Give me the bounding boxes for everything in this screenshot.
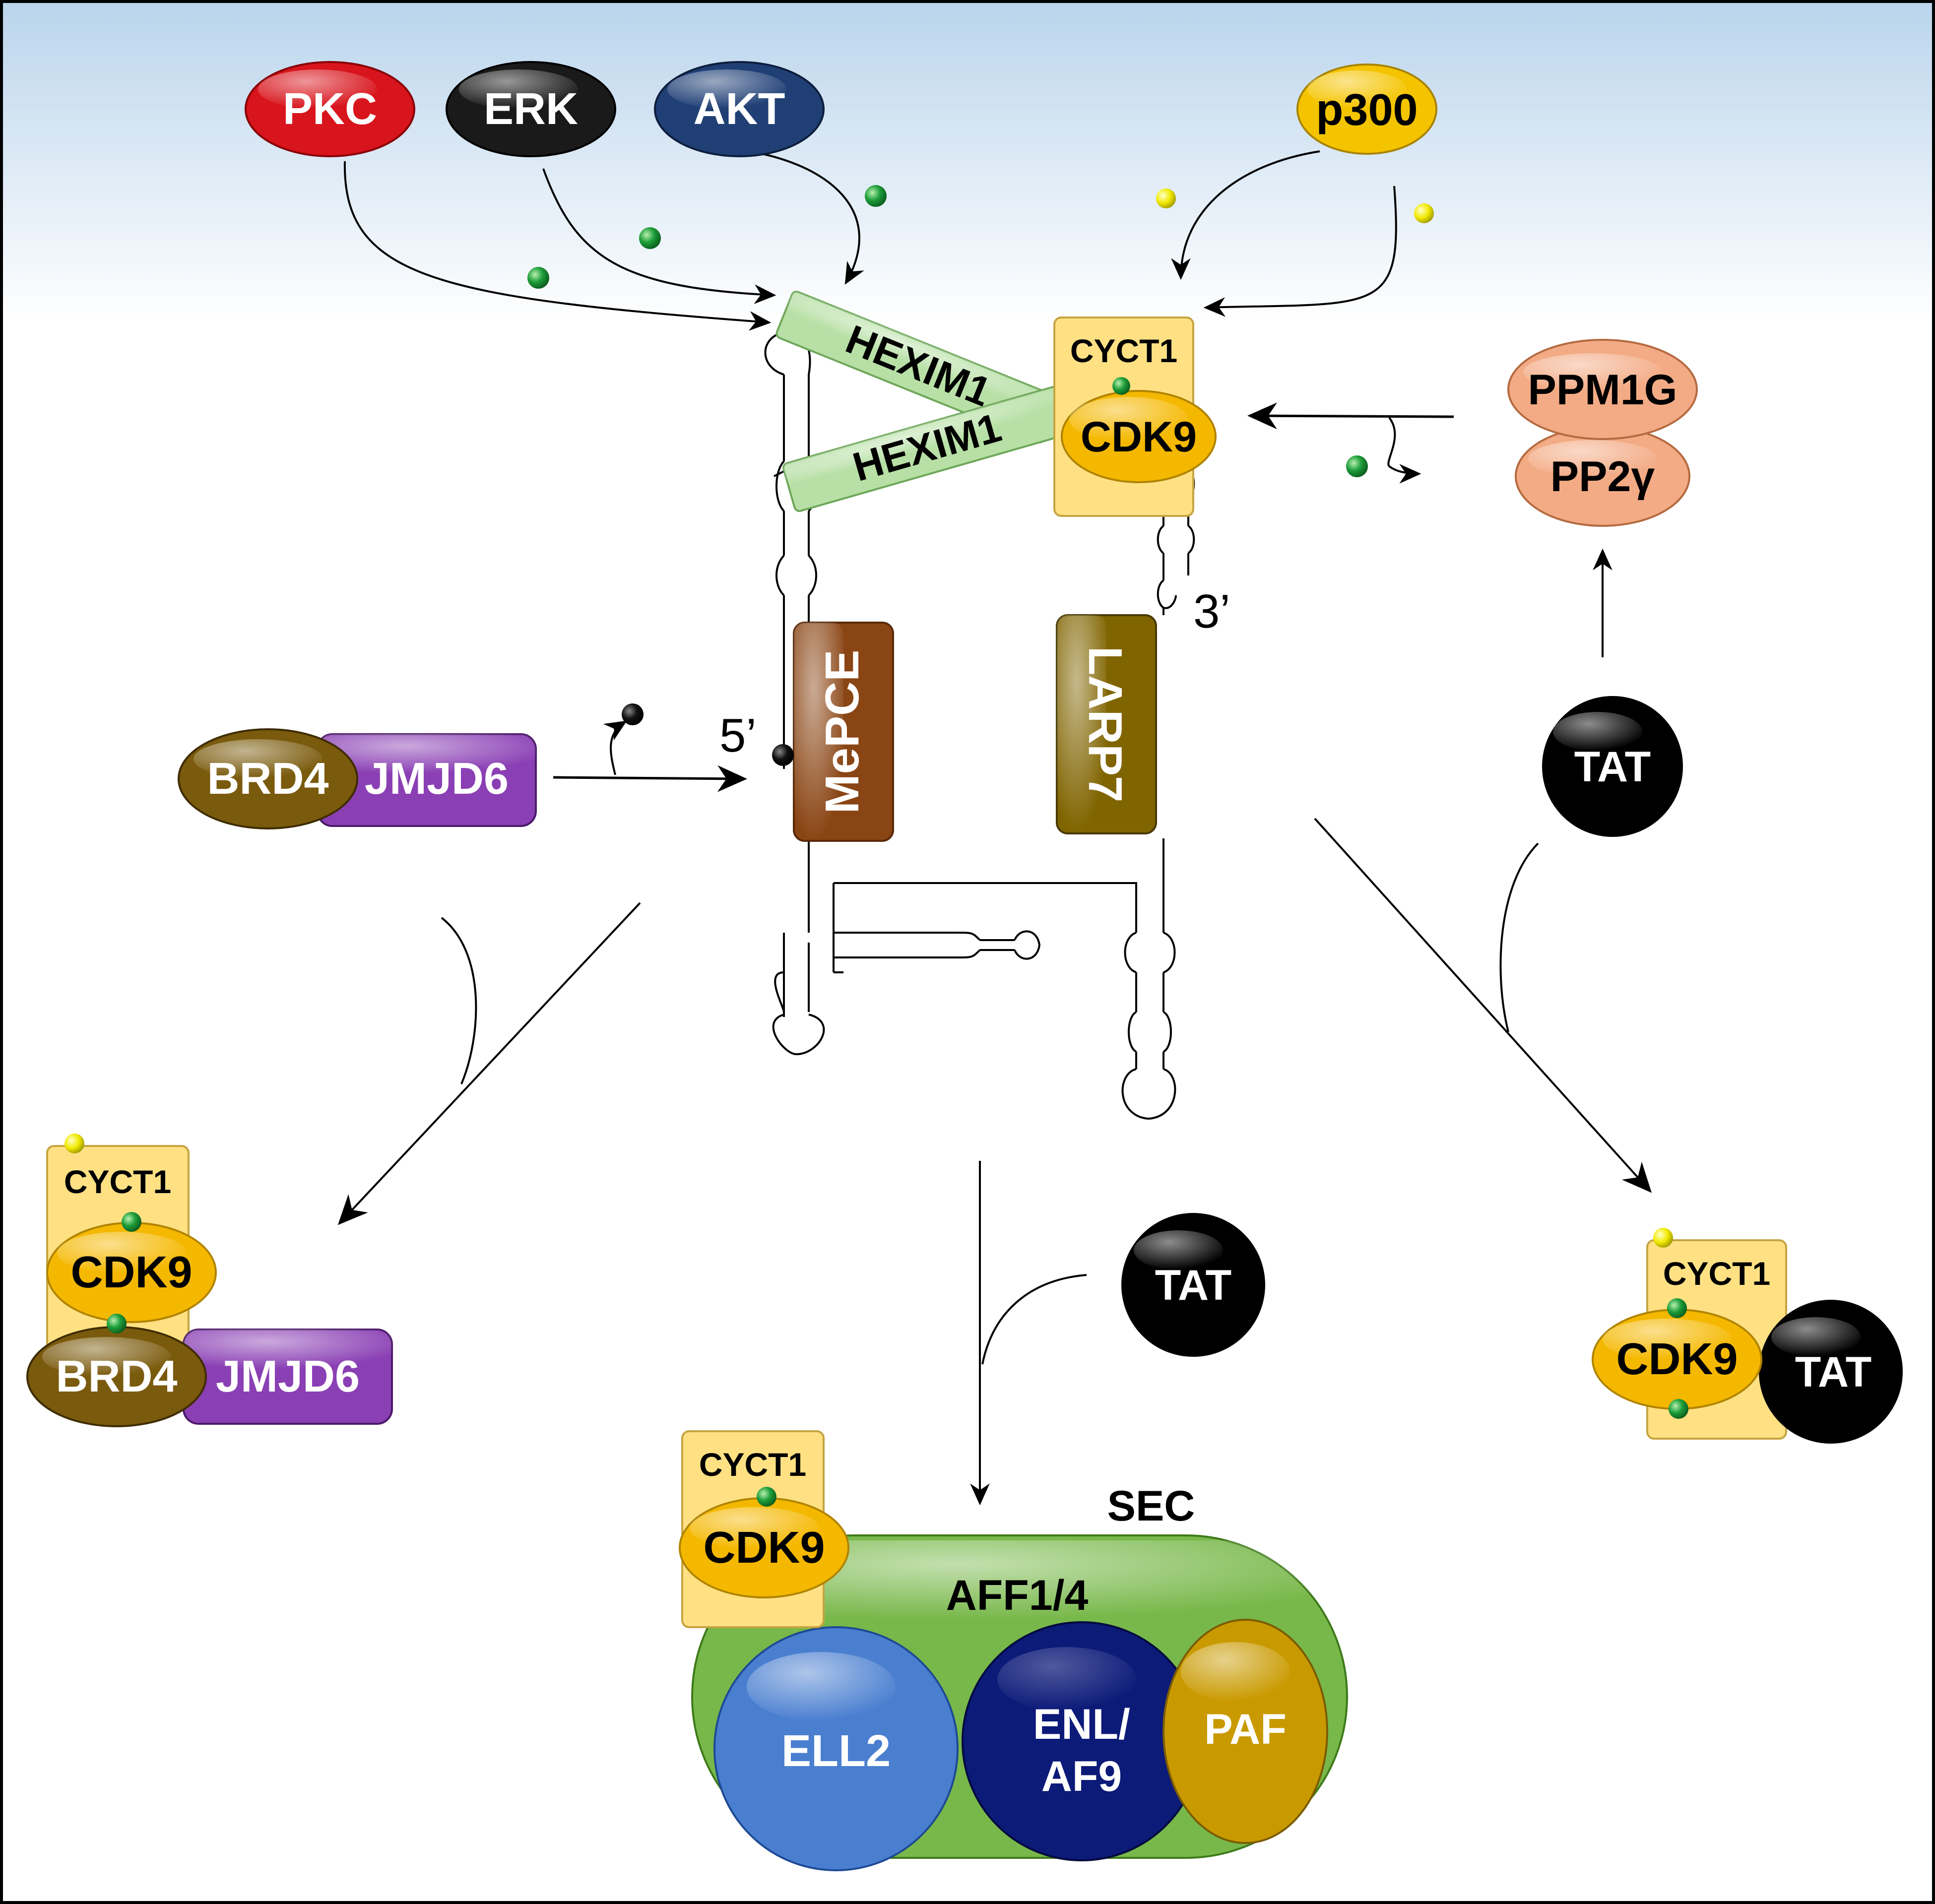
sec-cdk9-label: CDK9 bbox=[703, 1523, 825, 1573]
paf-label: PAF bbox=[1204, 1706, 1287, 1753]
right-acetyl-dot bbox=[1653, 1228, 1673, 1248]
left-jmjd6-label: JMJD6 bbox=[216, 1352, 360, 1401]
right-cdk9-bottom-dot bbox=[1669, 1399, 1688, 1419]
right-cyct1-label: CYCT1 bbox=[1663, 1255, 1770, 1292]
sec-label: SEC bbox=[1107, 1482, 1195, 1530]
left-brd4-label: BRD4 bbox=[56, 1352, 177, 1401]
larp7: LARP7 bbox=[1056, 614, 1157, 834]
right-release-arrow bbox=[1314, 818, 1652, 1193]
erk-arrow bbox=[542, 168, 776, 304]
akt-arrow bbox=[749, 150, 864, 285]
brd4-jmjd6-complex: JMJD6 BRD4 bbox=[178, 728, 537, 829]
five-prime-label: 5’ bbox=[719, 709, 757, 762]
right-cdk9-top-dot bbox=[1667, 1298, 1687, 1318]
sec-cdk9-dot bbox=[757, 1487, 776, 1507]
left-cyct1-label: CYCT1 bbox=[64, 1163, 171, 1200]
core-cdk9-phospho-dot bbox=[1112, 377, 1130, 395]
middle-release-curve bbox=[981, 1274, 1087, 1365]
methyl-cap-dot bbox=[772, 744, 794, 766]
p300-arrow-right bbox=[1203, 186, 1397, 317]
right-tat-label: TAT bbox=[1795, 1348, 1871, 1396]
left-acetyl-dot bbox=[64, 1134, 84, 1153]
right-product-complex: CYCT1 TAT CDK9 bbox=[1592, 1228, 1903, 1444]
left-cdk9-bottom-dot bbox=[107, 1314, 127, 1333]
methyl-dot-released bbox=[622, 703, 644, 725]
kinase-arrows bbox=[343, 150, 1397, 331]
phospho-dot bbox=[639, 227, 661, 249]
left-cdk9-label: CDK9 bbox=[70, 1248, 192, 1297]
left-cdk9-top-dot bbox=[122, 1212, 141, 1232]
tat-right: TAT bbox=[1542, 696, 1683, 837]
pkc-label: PKC bbox=[283, 84, 377, 134]
ell2-label: ELL2 bbox=[781, 1726, 891, 1776]
mepce: MePCE bbox=[793, 622, 894, 842]
7sk-rna bbox=[764, 331, 1195, 1120]
acetyl-dot bbox=[1156, 189, 1176, 208]
release-arrows bbox=[337, 818, 1652, 1506]
akt-kinase: AKT bbox=[654, 61, 825, 157]
core-cdk9-label: CDK9 bbox=[1081, 413, 1197, 461]
jmjd6-label: JMJD6 bbox=[365, 754, 509, 804]
erk-label: ERK bbox=[484, 84, 578, 134]
sec-cyct1-label: CYCT1 bbox=[699, 1446, 806, 1483]
right-release-curve bbox=[1499, 842, 1539, 1032]
p300-label: p300 bbox=[1316, 85, 1418, 135]
tat-middle-label: TAT bbox=[1155, 1262, 1231, 1309]
p300-acetyltransferase: p300 bbox=[1296, 63, 1437, 155]
phospho-dot bbox=[1346, 455, 1368, 477]
enl-label-line1: ENL/ bbox=[1033, 1701, 1130, 1748]
acetyl-dot bbox=[1414, 203, 1434, 223]
hexim1-bottom: HEXIM1 bbox=[782, 385, 1073, 512]
tat-middle: TAT bbox=[1121, 1213, 1265, 1357]
mepce-label: MePCE bbox=[816, 650, 869, 814]
left-release-arrow bbox=[337, 902, 641, 1225]
phosphatase-arrow bbox=[1247, 402, 1612, 657]
aff-label: AFF1/4 bbox=[946, 1572, 1089, 1619]
erk-kinase: ERK bbox=[446, 61, 616, 157]
right-cdk9-label: CDK9 bbox=[1616, 1334, 1738, 1384]
enl-label-line2: AF9 bbox=[1041, 1753, 1122, 1800]
pp2y-label: PP2γ bbox=[1550, 453, 1655, 501]
pkc-kinase: PKC bbox=[245, 61, 415, 157]
core-cyct1-label: CYCT1 bbox=[1070, 332, 1177, 369]
akt-label: AKT bbox=[694, 84, 785, 134]
pkc-arrow bbox=[343, 161, 772, 331]
tat-right-label: TAT bbox=[1574, 743, 1651, 791]
p300-arrow-left bbox=[1171, 150, 1320, 280]
phospho-dot bbox=[527, 267, 549, 289]
brd4-label: BRD4 bbox=[207, 754, 328, 804]
brd4-to-mepce-arrow bbox=[553, 720, 747, 792]
three-prime-label: 3’ bbox=[1193, 585, 1230, 638]
phospho-dot bbox=[865, 185, 887, 207]
larp7-label: LARP7 bbox=[1079, 646, 1132, 803]
left-release-curve bbox=[441, 917, 477, 1084]
core-cyct1-cdk9: CYCT1 CDK9 bbox=[1053, 317, 1217, 517]
phosphatase-complex: PP2γ PPM1G bbox=[1507, 339, 1698, 527]
ppm1g-label: PPM1G bbox=[1528, 366, 1677, 414]
sec-complex: SEC AFF1/4 ELL2 ENL/ AF9 PAF CYCT1 CDK9 bbox=[679, 1430, 1348, 1871]
modification-dots bbox=[527, 185, 1434, 477]
left-product-complex: CYCT1 CDK9 JMJD6 BRD4 bbox=[26, 1134, 393, 1427]
